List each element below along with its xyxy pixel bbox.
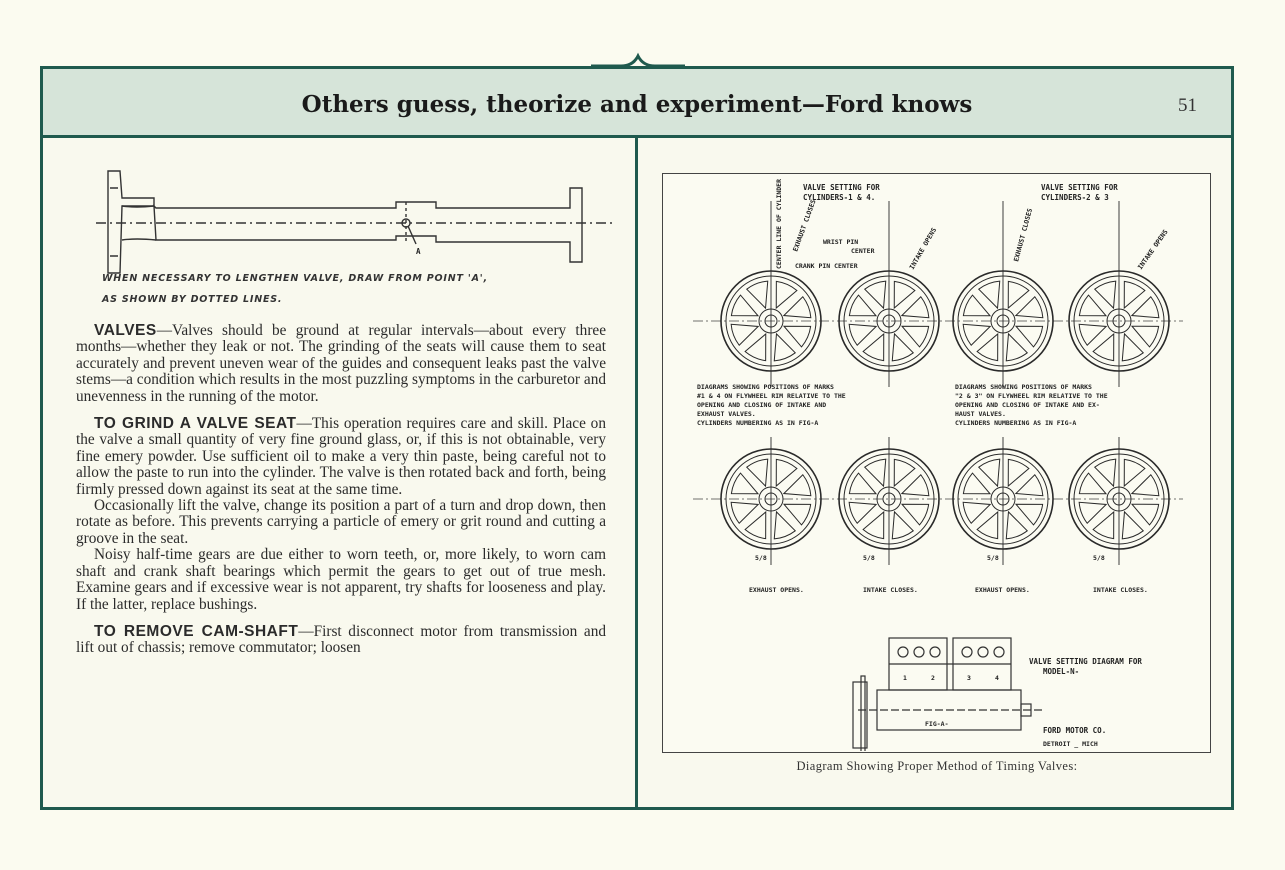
cyl-number-2: 2 [931,674,935,682]
desc-left-line: OPENING AND CLOSING OF INTAKE AND [697,401,826,409]
valve-caption-line1: WHEN NECESSARY TO LENGTHEN VALVE, DRAW F… [102,273,488,284]
title-left-1: VALVE SETTING FOR [803,183,880,192]
paragraph-valves: VALVES—Valves should be ground at regula… [76,322,606,405]
desc-left-line: EXHAUST VALVES. [697,410,756,418]
timing-diagram: VALVE SETTING FOR CYLINDERS-1 & 4. VALVE… [662,173,1211,753]
flywheel-2-4 [1068,437,1170,565]
desc-right-line: DIAGRAMS SHOWING POSITIONS OF MARKS [955,383,1092,391]
maker-label-1: FORD MOTOR CO. [1043,726,1106,735]
flywheel-1-3 [952,201,1054,387]
desc-right-line: CYLINDERS NUMBERING AS IN FIG-A [955,419,1076,427]
model-label-2: MODEL-N- [1043,667,1079,676]
page-number: 51 [1178,95,1197,116]
column-divider [635,138,638,810]
cyl-number-3: 3 [967,674,971,682]
degree-mark: 5/8 [863,554,875,562]
center-label: CENTER [851,247,875,255]
paragraph-noisy-gears: Noisy half-time gears are due either to … [76,546,606,613]
desc-right-line: "2 & 3" ON FLYWHEEL RIM RELATIVE TO THE [955,392,1108,400]
paragraph-remove-camshaft: TO REMOVE CAM-SHAFT—First disconnect mot… [76,622,607,657]
flywheel-2-1 [720,437,822,565]
center-line-label: CENTER LINE OF CYLINDER [775,179,783,269]
title-left-2: CYLINDERS-1 & 4. [803,193,875,202]
exhaust-closes-label: EXHAUST CLOSES [791,198,817,252]
bottom-label: INTAKE CLOSES. [1093,586,1148,594]
desc-right-line: HAUST VALVES. [955,410,1006,418]
title-right-1: VALVE SETTING FOR [1041,183,1118,192]
engine-drawing [852,637,1043,753]
paragraph-lift-valve: Occasionally lift the valve, change its … [76,497,606,547]
desc-left-line: DIAGRAMS SHOWING POSITIONS OF MARKS [697,383,834,391]
page-header: Others guess, theorize and experiment—Fo… [43,69,1231,138]
degree-mark: 5/8 [1093,554,1105,562]
diagram-caption: Diagram Showing Proper Method of Timing … [796,759,1078,773]
cyl-number-1: 1 [903,674,907,682]
header-ornament [591,52,685,68]
title-right-2: CYLINDERS-2 & 3 [1041,193,1109,202]
exhaust-closes-label-right: EXHAUST CLOSES [1012,207,1034,262]
valve-figure: A [96,170,616,274]
degree-mark: 5/8 [755,554,767,562]
flywheel-1-2 [838,201,940,387]
intake-opens-label: INTAKE OPENS [908,226,938,271]
fig-a-label: FIG-A- [925,720,948,728]
degree-mark: 5/8 [987,554,999,562]
bottom-label: EXHAUST OPENS. [749,586,804,594]
point-a-label: A [416,247,421,256]
flywheel-1-4 [1068,201,1170,387]
timing-diagram-drawing: VALVE SETTING FOR CYLINDERS-1 & 4. VALVE… [693,179,1183,753]
valve-caption-line2: AS SHOWN BY DOTTED LINES. [102,294,283,305]
flywheel-2-2 [838,437,940,565]
desc-left-line: #1 & 4 ON FLYWHEEL RIM RELATIVE TO THE [697,392,846,400]
maker-label-2: DETROIT _ MICH [1043,740,1098,748]
paragraph-grind-seat: TO GRIND A VALVE SEAT—This operation req… [76,415,606,498]
flywheel-2-3 [952,437,1054,565]
bottom-label: INTAKE CLOSES. [863,586,918,594]
body-text: VALVES—Valves should be ground at regula… [76,322,607,657]
desc-left-line: CYLINDERS NUMBERING AS IN FIG-A [697,419,818,427]
crank-pin-center-label: CRANK PIN CENTER [795,262,858,270]
intake-opens-label-right: INTAKE OPENS [1136,228,1170,271]
bottom-label: EXHAUST OPENS. [975,586,1030,594]
cyl-number-4: 4 [995,674,999,682]
model-label-1: VALVE SETTING DIAGRAM FOR [1029,657,1142,666]
wrist-pin-label: WRIST PIN [823,238,858,246]
desc-right-line: OPENING AND CLOSING OF INTAKE AND EX- [955,401,1100,409]
flywheel-1-1 [720,201,822,387]
page-title: Others guess, theorize and experiment—Fo… [301,91,973,118]
